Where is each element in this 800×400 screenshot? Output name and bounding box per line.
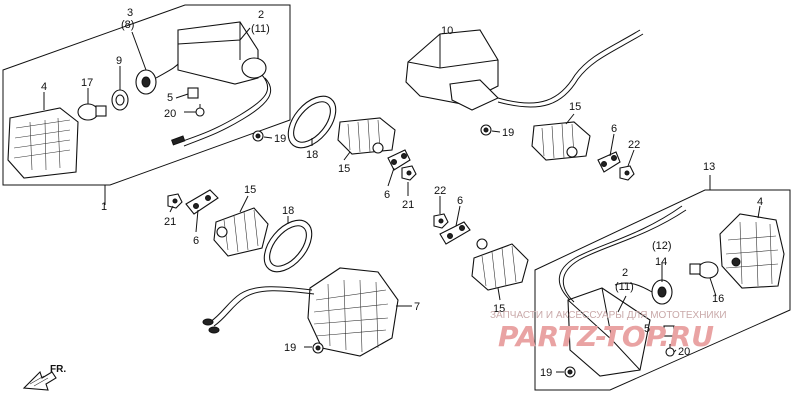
- callout-6-right: 6: [611, 123, 617, 135]
- callout-19-top: 19: [274, 133, 286, 145]
- lens-4-top-left: [7, 107, 79, 179]
- bulb-16: [689, 261, 719, 279]
- nut-22-right: [619, 165, 635, 181]
- screw-20-top: [195, 104, 205, 117]
- callout-20-top: 20: [164, 108, 176, 120]
- callout-2-top: 2: [258, 9, 264, 21]
- callout-14: 14: [655, 256, 667, 268]
- callout-9: 9: [116, 55, 122, 67]
- callout-15-left: 15: [244, 184, 256, 196]
- fr-arrow-icon: [22, 370, 57, 391]
- callout-21-top: 21: [402, 199, 414, 211]
- callout-12: (12): [652, 240, 672, 252]
- watermark: ЗАПЧАСТИ И АКСЕССУАРЫ ДЛЯ МОТОТЕХНИКИ PA…: [490, 310, 727, 353]
- callout-1: 1: [101, 201, 107, 213]
- callout-21-left: 21: [164, 216, 176, 228]
- callout-22-right: 22: [628, 139, 640, 151]
- callout-18-left: 18: [282, 205, 294, 217]
- leader-lines: [43, 27, 761, 373]
- nut-22-center: [433, 213, 449, 229]
- fr-label: FR.: [50, 364, 66, 375]
- bracket-15-left: [213, 207, 269, 257]
- assembly-13-frame: [534, 189, 791, 391]
- callout-19-right: 19: [502, 127, 514, 139]
- socket-3: [135, 61, 181, 95]
- lamp-7: [202, 267, 399, 357]
- callout-7: 7: [414, 301, 420, 313]
- gasket-18-left: [263, 219, 313, 273]
- callout-2-bottom: 2: [622, 267, 628, 279]
- nut-21-left: [167, 193, 183, 209]
- lens-4-bottom-right: [719, 213, 785, 289]
- callout-15-center: 15: [493, 303, 505, 315]
- bracket-15-center: [471, 238, 529, 291]
- callout-19-bottom-right: 19: [540, 367, 552, 379]
- washer-6-top: [387, 149, 411, 171]
- lamp-10: [405, 29, 644, 111]
- housing-2-top: [171, 21, 272, 147]
- callout-11-bottom: (11): [615, 281, 634, 293]
- washer-6-left: [185, 189, 219, 215]
- callout-6-left: 6: [193, 235, 199, 247]
- housing-2-bottom: [558, 205, 687, 377]
- watermark-brand: PARTZ-TOP.RU: [498, 320, 714, 353]
- callout-11-top: (11): [251, 23, 270, 35]
- callout-6-top: 6: [384, 189, 390, 201]
- callout-18-top: 18: [306, 149, 318, 161]
- watermark-tagline: ЗАПЧАСТИ И АКСЕССУАРЫ ДЛЯ МОТОТЕХНИКИ: [490, 310, 727, 321]
- bulb-17: [77, 103, 107, 121]
- clip-5-bottom: [663, 325, 675, 337]
- callout-4-bottom: 4: [757, 196, 763, 208]
- assembly-1-frame: [2, 4, 291, 186]
- gasket-9: [111, 89, 129, 111]
- callout-22-center: 22: [434, 185, 446, 197]
- callout-labels: 1 2 (11) 3 (8) 4 17 9 5 20 19 18 15 6 21…: [41, 7, 763, 379]
- nut-19-bottom-left: [312, 342, 324, 354]
- callout-6-center: 6: [457, 195, 463, 207]
- clip-5-top: [187, 87, 199, 99]
- callout-16: 16: [712, 293, 724, 305]
- callout-5-bottom: 5: [644, 323, 650, 335]
- callout-13: 13: [703, 161, 715, 173]
- callout-10: 10: [441, 25, 453, 37]
- nut-19-top: [252, 130, 264, 142]
- callout-5-top: 5: [167, 92, 173, 104]
- callout-15-right: 15: [569, 101, 581, 113]
- washer-6-right: [597, 151, 621, 173]
- nut-21-top: [401, 165, 417, 181]
- callout-4-top: 4: [41, 81, 47, 93]
- gasket-18-top: [287, 95, 337, 149]
- nut-19-right: [480, 124, 492, 136]
- callout-3: 3: [127, 7, 133, 19]
- front-direction-arrow: FR.: [22, 364, 66, 391]
- callout-20-bottom: 20: [678, 346, 690, 358]
- nut-19-bottom-right: [564, 366, 576, 378]
- bracket-15-top: [337, 117, 396, 155]
- bracket-15-right: [531, 121, 591, 161]
- callout-19-bottom-left: 19: [284, 342, 296, 354]
- callout-8: (8): [121, 19, 134, 31]
- callout-17: 17: [81, 77, 93, 89]
- callout-15-top: 15: [338, 163, 350, 175]
